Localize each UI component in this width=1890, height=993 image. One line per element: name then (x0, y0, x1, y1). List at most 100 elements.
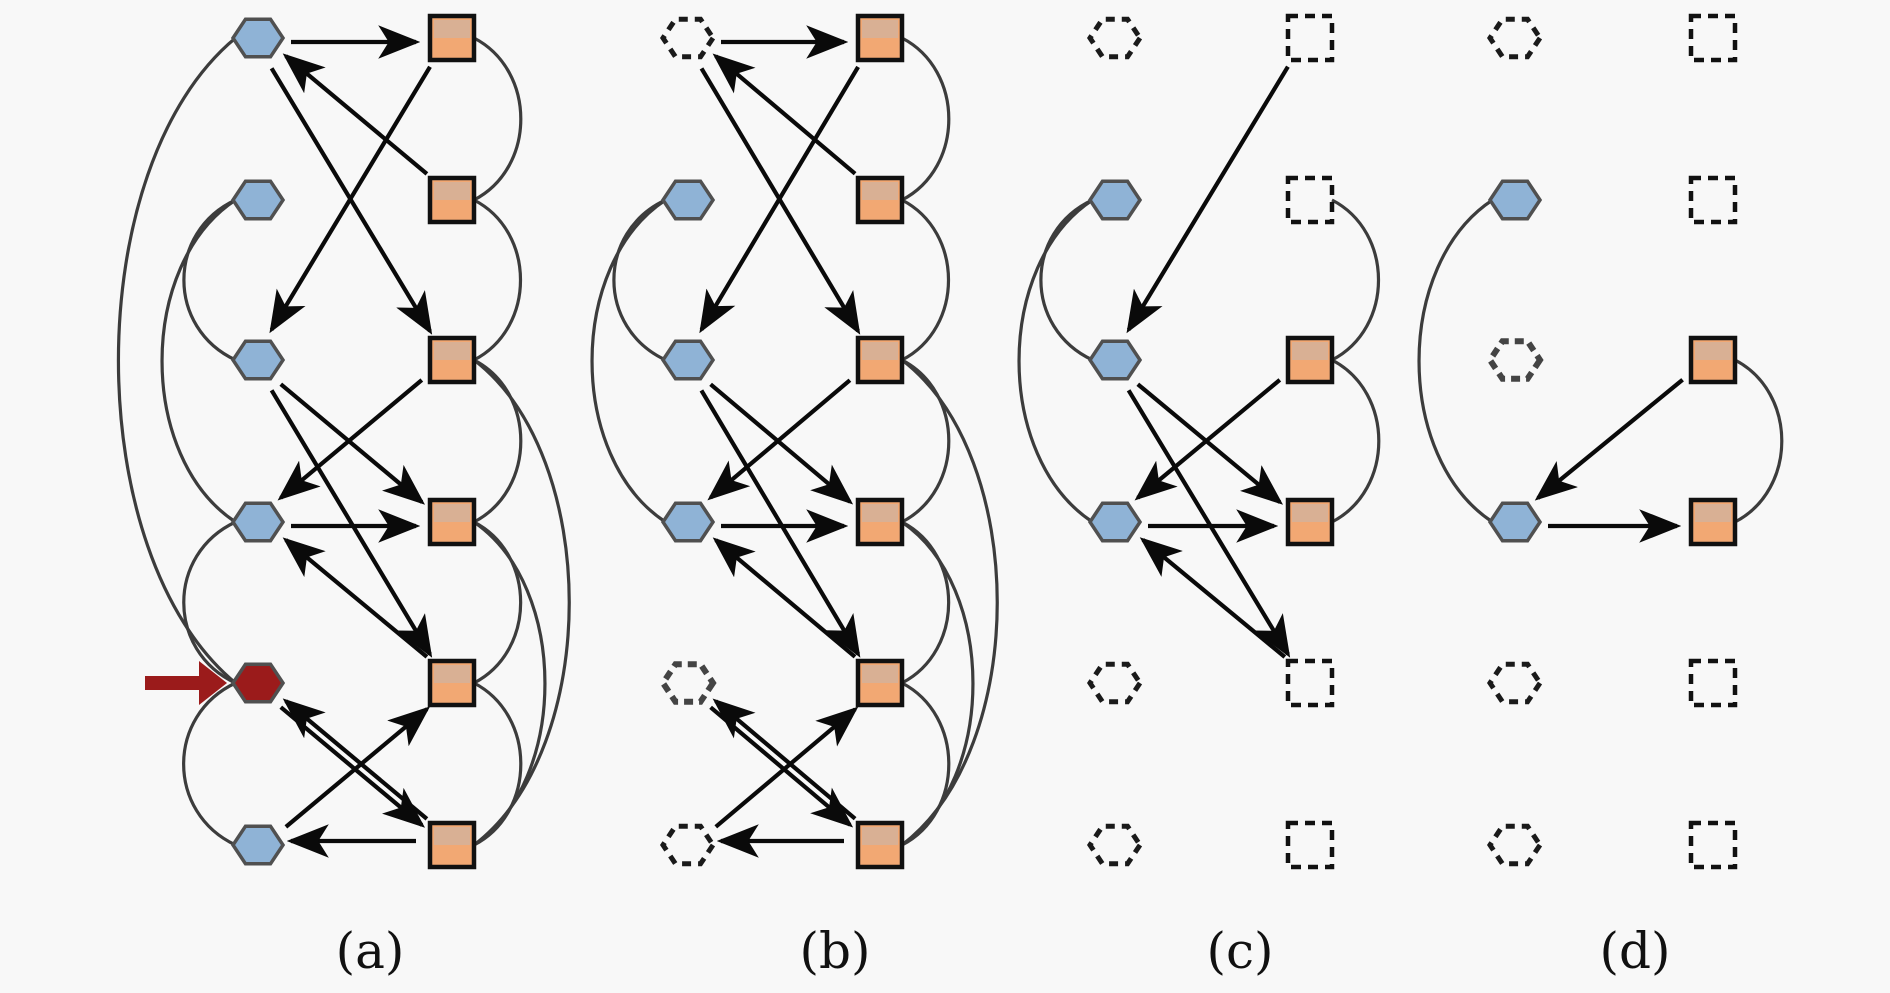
nodes-layer (230, 13, 1738, 870)
panel-a-arrow-s4-to-h3 (282, 537, 429, 659)
panel-c-square-node-2-shade (1292, 342, 1328, 360)
panel-a-hexagon-node-4 (230, 662, 286, 704)
panel-b-square-link-s4-s5 (901, 681, 951, 847)
panel-a-square-node-1-shade (434, 182, 470, 200)
panel-a-hexagon-node-3 (230, 501, 286, 543)
panel-a-square-link-s4-s5 (473, 681, 523, 847)
panel-c-hexagon-node-4 (1086, 661, 1144, 705)
panel-a-arrow-s1-to-h0 (282, 53, 429, 176)
panel-d-arrow-s2-to-h3 (1534, 378, 1684, 501)
panel-d-square-node-5 (1688, 820, 1738, 870)
panel-b-arrow-s2-to-h3 (707, 378, 852, 501)
panel-a-square-link-s3-s5 (473, 520, 547, 847)
panel-labels-layer: (a) (b) (c) (d) (336, 922, 1671, 980)
panel-d-hexagon-node-0 (1486, 16, 1544, 60)
panel-c-hexagon-node-3 (1087, 501, 1143, 543)
panel-d-square-node-2-shade (1695, 342, 1731, 360)
panel-c-hex-link-h1-h2 (1039, 198, 1094, 362)
panel-b-hexagon-node-1 (660, 179, 716, 221)
panel-c-square-node-5 (1285, 820, 1335, 870)
panel-d-hexagon-node-2 (1486, 338, 1544, 382)
pointer-arrow-icon (199, 661, 227, 705)
panel-b-arrow-s4-to-h3 (712, 537, 857, 659)
panel-a-square-link-s0-s1 (473, 36, 523, 202)
panel-a-arrow-s2-to-h3 (277, 378, 424, 501)
panel-b-square-node-2-shade (862, 342, 898, 360)
panel-c-arrow-s4-to-h3 (1139, 537, 1287, 659)
panel-c-hexagon-node-2 (1087, 339, 1143, 381)
directed-edges-layer (269, 25, 1684, 858)
panel-d-hexagon-node-3 (1487, 501, 1543, 543)
panel-c-hex-link-h1-h3 (1017, 198, 1094, 524)
panel-d-square-node-1 (1688, 175, 1738, 225)
panel-a-hexagon-node-5 (230, 824, 286, 866)
panel-d-square-node-0 (1688, 13, 1738, 63)
panel-d-square-node-4 (1688, 658, 1738, 708)
panel-a-square-node-5-shade (434, 827, 470, 845)
panel-b-hexagon-node-0 (659, 16, 717, 60)
panel-b-hexagon-node-3 (660, 501, 716, 543)
panel-c-hexagon-node-5 (1086, 823, 1144, 867)
panel-b-hex-link-h1-h3 (590, 198, 667, 524)
panel-b-square-node-5-shade (862, 827, 898, 845)
panel-a-arrow-h2-to-s3 (279, 382, 426, 505)
panel-b-square-node-0-shade (862, 20, 898, 38)
panel-b-square-node-1-shade (862, 182, 898, 200)
panel-d-hexagon-node-4 (1486, 661, 1544, 705)
panel-a-arrow-s5-to-h4 (282, 698, 429, 821)
panel-b-hex-link-h1-h2 (612, 198, 667, 362)
panel-d-square-node-3-shade (1695, 504, 1731, 522)
panel-c-arrow-s2-to-h3 (1134, 378, 1282, 501)
panel-a-hexagon-node-1 (230, 179, 286, 221)
panel-c-hexagon-node-0 (1086, 16, 1144, 60)
panel-b-arrow-s1-to-h0 (712, 53, 857, 176)
panel-b-hexagon-node-4 (659, 661, 717, 705)
panel-label-b: (b) (799, 922, 870, 980)
panel-a-hexagon-node-2 (230, 339, 286, 381)
panel-a-arrow-h2-to-s4 (269, 389, 433, 658)
panel-a-square-link-s1-s2 (473, 198, 523, 362)
panel-b-arrow-h2-to-s3 (709, 382, 854, 505)
panel-b-square-link-s0-s1 (901, 36, 951, 202)
panel-c-hexagon-node-1 (1087, 179, 1143, 221)
panel-b-hexagon-node-2 (660, 339, 716, 381)
panel-b-arrow-h2-to-s4 (699, 389, 861, 658)
panel-b-arrow-h0-to-s2 (699, 67, 861, 335)
panel-b-arrow-h5-to-s4 (714, 706, 859, 829)
panel-a-square-link-s3-s4 (473, 520, 523, 685)
panel-label-a: (a) (336, 922, 405, 980)
panel-b-hexagon-node-5 (659, 823, 717, 867)
pointer-arrow-shaft (145, 676, 203, 690)
panel-a-hexagon-node-0 (230, 17, 286, 59)
panel-c-square-node-4 (1285, 658, 1335, 708)
panel-c-square-link-s2-s3 (1331, 358, 1381, 524)
panel-b-square-node-4-shade (862, 665, 898, 683)
panel-c-arrow-h2-to-s4 (1126, 389, 1291, 658)
panel-b-arrow-h4-to-s5 (709, 705, 854, 828)
panel-b-square-link-s3-s5 (901, 520, 975, 847)
panel-a-square-link-s2-s3 (473, 358, 523, 524)
panel-a-arrow-h5-to-s4 (284, 706, 431, 829)
panel-d-hexagon-node-1 (1487, 179, 1543, 221)
panel-d-hexagon-node-5 (1486, 823, 1544, 867)
panel-c-square-node-3-shade (1292, 504, 1328, 522)
panel-a-hex-link-h1-h2 (182, 198, 237, 362)
panel-a-square-node-2-shade (434, 342, 470, 360)
panel-a-hex-link-h0-h4 (116, 36, 237, 685)
panel-a-arrow-h4-to-s5 (279, 705, 426, 828)
panel-c-arrow-h2-to-s3 (1136, 382, 1284, 505)
panel-a-arrow-h0-to-s2 (269, 67, 433, 335)
panel-a-hex-link-h1-h3 (160, 198, 237, 524)
panel-c-square-node-1 (1285, 175, 1335, 225)
undirected-edges-layer (116, 36, 1784, 847)
panel-d-square-link-s2-s3 (1734, 358, 1784, 524)
panel-a-hex-link-h3-h4 (182, 520, 237, 685)
panel-a-square-node-4-shade (434, 665, 470, 683)
panel-b-arrow-s5-to-h4 (712, 698, 857, 821)
panel-d-hex-link-h1-h3 (1417, 198, 1494, 524)
panel-b-square-link-s1-s2 (901, 198, 951, 362)
panel-a-hex-link-h4-h5 (182, 681, 237, 847)
pointer-layer (145, 661, 227, 705)
panel-a-square-node-0-shade (434, 20, 470, 38)
